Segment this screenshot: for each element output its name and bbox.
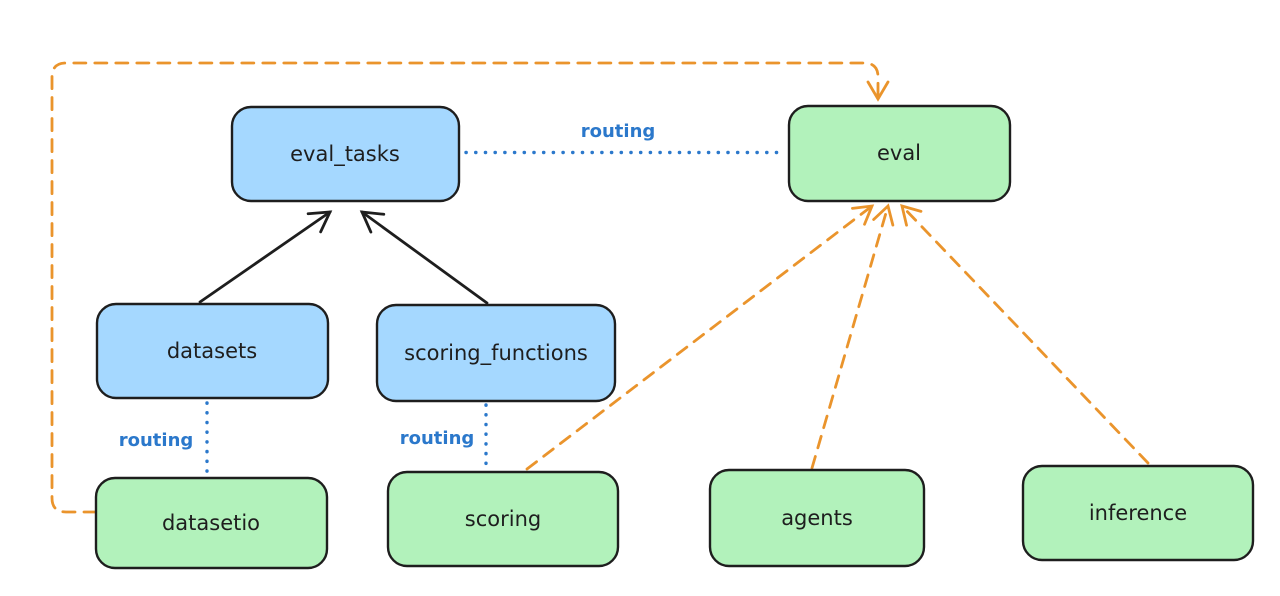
node-agents-label: agents — [781, 506, 853, 530]
edge-agents-to-eval — [810, 203, 895, 470]
node-scoring-functions: scoring_functions — [375, 303, 617, 403]
node-inference-box — [1021, 464, 1255, 562]
node-eval-label: eval — [877, 141, 921, 165]
node-datasetio: datasetio — [94, 476, 329, 570]
node-datasetio-label: datasetio — [162, 511, 260, 535]
node-datasets-box — [95, 302, 330, 400]
node-datasets: datasets — [95, 302, 330, 400]
edge-label-routing-middle: routing — [400, 428, 475, 449]
node-inference: inference — [1021, 464, 1255, 562]
edge-label-routing-left: routing — [119, 430, 194, 451]
edge-scoring-functions-to-eval-tasks — [359, 210, 489, 305]
node-datasetio-box — [94, 476, 329, 570]
node-scoring-functions-label: scoring_functions — [404, 341, 588, 366]
node-scoring: scoring — [386, 470, 620, 568]
node-scoring-label: scoring — [465, 507, 541, 531]
edge-datasets-to-eval-tasks — [198, 210, 333, 304]
node-agents-box — [708, 468, 926, 568]
node-agents: agents — [708, 468, 926, 568]
node-scoring-box — [386, 470, 620, 568]
edge-datasetio-to-eval — [50, 61, 890, 514]
edge-label-routing-top: routing — [581, 121, 656, 142]
node-inference-label: inference — [1089, 501, 1187, 525]
node-datasets-label: datasets — [167, 339, 257, 363]
node-eval-tasks-box — [230, 105, 461, 203]
node-eval-box — [787, 104, 1012, 203]
node-scoring-functions-box — [375, 303, 617, 403]
node-eval-tasks: eval_tasks — [230, 105, 461, 203]
node-eval-tasks-label: eval_tasks — [290, 142, 400, 167]
node-eval: eval — [787, 104, 1012, 203]
edge-inference-to-eval — [900, 204, 1150, 465]
edge-scoring-to-eval — [525, 204, 875, 471]
